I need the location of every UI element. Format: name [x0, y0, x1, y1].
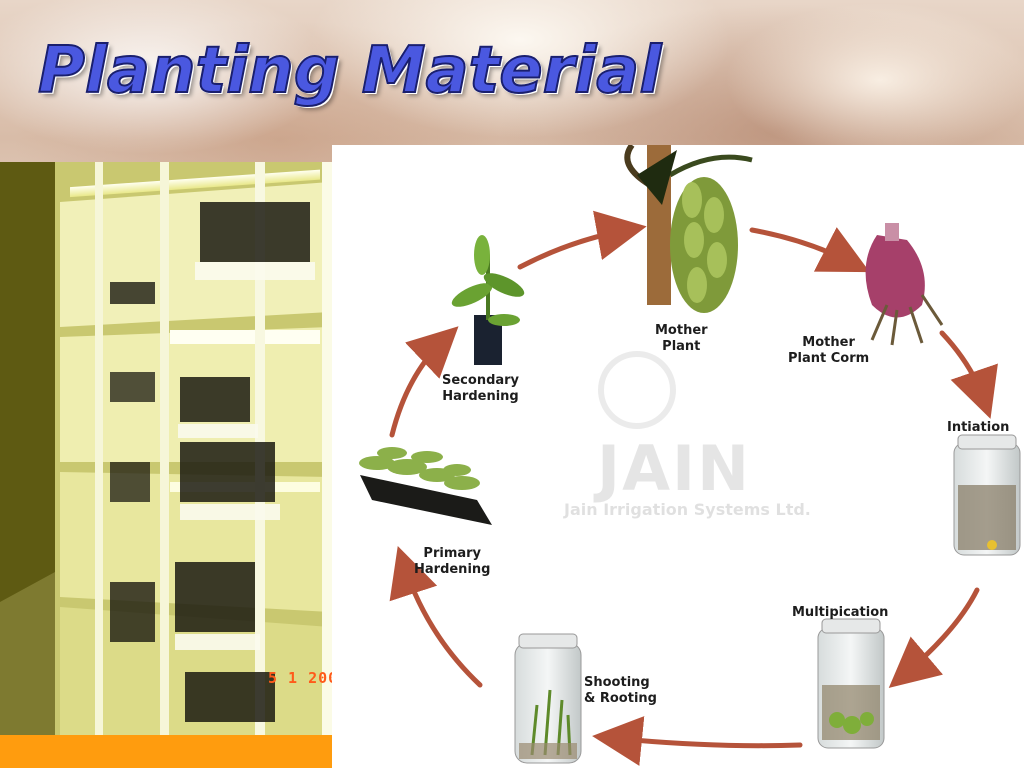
- watermark-company: Jain Irrigation Systems Ltd.: [564, 500, 811, 519]
- mother-plant-image: [624, 145, 753, 313]
- mother-plant-corm-image: [865, 223, 944, 346]
- arrow-mother-to-corm: [749, 227, 870, 273]
- arrow-secondary-to-mother: [517, 210, 647, 270]
- arrow-initiation-to-multiplication: [888, 587, 980, 688]
- slide-title: Planting Material: [37, 33, 662, 109]
- stage-label-shooting-rooting: Shooting & Rooting: [584, 675, 657, 706]
- micropropagation-cycle-diagram: JAIN © Jain Irrigation Systems Ltd. Moth…: [332, 145, 1024, 768]
- watermark-brand: JAIN: [597, 432, 752, 505]
- watermark-copyright-symbol: ©: [615, 365, 655, 409]
- cycle-artwork: [359, 145, 1021, 766]
- initiation-jar-image: [953, 434, 1021, 556]
- photo-date-stamp: 5 1 2001: [268, 669, 349, 687]
- lab-shelves-illustration: [0, 162, 360, 735]
- arrow-multiplication-to-shooting: [592, 716, 803, 766]
- multiplication-jar-image: [817, 618, 885, 749]
- arrow-primary-to-secondary: [389, 326, 459, 438]
- arrow-corm-to-initiation: [939, 330, 998, 419]
- lab-shelves-photo: 5 1 2001: [0, 162, 360, 735]
- shooting-rooting-jar-image: [514, 633, 582, 764]
- stage-label-initiation: Intiation: [947, 420, 1010, 435]
- primary-hardening-tray-image: [359, 447, 492, 525]
- secondary-hardening-plant-image: [451, 235, 525, 365]
- stage-label-mother-plant: Mother Plant: [655, 323, 708, 354]
- arrow-shooting-to-primary: [389, 546, 483, 688]
- accent-bar: [0, 735, 333, 768]
- stage-label-multiplication: Multipication: [792, 605, 889, 620]
- watermark: [598, 351, 676, 429]
- stage-label-primary-hardening: Primary Hardening: [414, 546, 491, 577]
- stage-label-secondary-hardening: Secondary Hardening: [442, 373, 520, 404]
- stage-label-mother-plant-corm: Mother Plant Corm: [788, 335, 870, 366]
